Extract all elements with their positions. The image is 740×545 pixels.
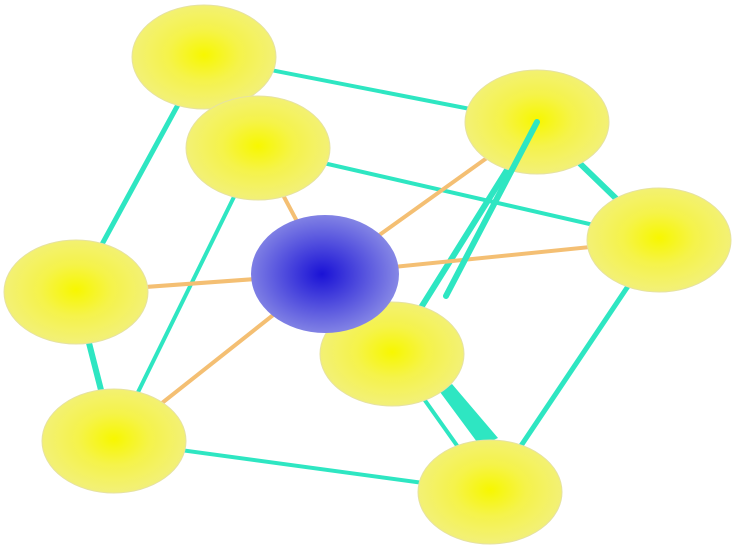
atom-corner-bottom-back-right [319, 301, 465, 407]
atom-corner-bottom-back-left [3, 239, 149, 345]
atom-corner-top-front-right [586, 187, 732, 293]
atom-corner-bottom-front-left [41, 388, 187, 494]
cube-edges-front [251, 119, 540, 333]
atom-corner-bottom-front-right [417, 439, 563, 545]
atom-corner-top-back-left [131, 4, 277, 110]
atom-corner-top-front-left [185, 95, 331, 201]
cube-edge-emphasis [440, 384, 498, 446]
atoms [3, 4, 732, 545]
cube-edge-front-segment [443, 119, 540, 299]
atom-center [251, 215, 399, 333]
